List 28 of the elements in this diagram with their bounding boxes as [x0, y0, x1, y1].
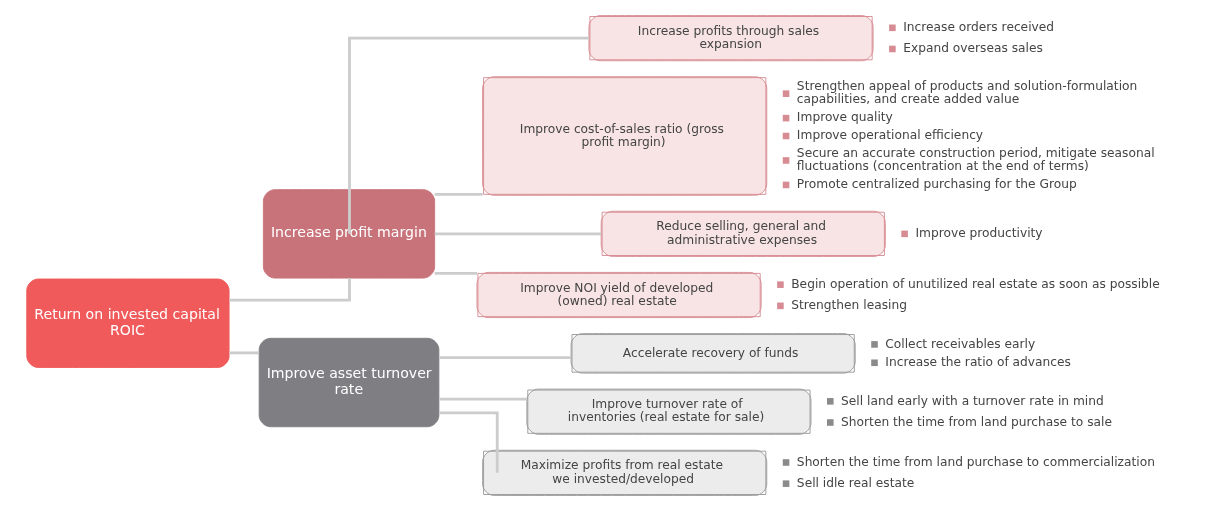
node-label: Shorten the time from land purchase to sale	[840, 414, 1112, 429]
node-box: Return on invested capital ROIC	[25, 278, 230, 368]
node-label: Promote centralized purchasing for the Group	[796, 177, 1077, 192]
connector	[347, 36, 589, 234]
node-label: Strengthen appeal of products and solution-formulation capabilities, and create added value	[796, 79, 1137, 107]
connector	[438, 411, 499, 473]
node-box: Improve asset turnover rate	[258, 337, 439, 428]
connector	[438, 356, 571, 359]
node-label: Increase the ratio of advances	[884, 354, 1071, 369]
node-label: Increase orders received	[902, 20, 1054, 34]
node-label: Sell idle real estate	[796, 475, 914, 490]
node-label: Strengthen leasing	[790, 298, 907, 313]
node-label: Sell land early with a turnover rate in mind	[840, 393, 1104, 408]
node-label: Shorten the time from land purchase to commercialization	[796, 454, 1155, 469]
node-label: Expand overseas sales	[902, 41, 1043, 56]
connector	[438, 397, 527, 401]
connector	[229, 278, 351, 302]
node-box: Increase profit margin	[262, 189, 435, 279]
connector	[434, 192, 483, 196]
connector	[229, 351, 259, 355]
node-label: Improve quality	[796, 110, 893, 125]
connector	[434, 232, 601, 236]
node-label: Improve productivity	[914, 226, 1043, 241]
node-label: Begin operation of unutilized real estate as soon as possible	[790, 276, 1160, 291]
node-label: Secure an accurate construction period, mitigate seasonal fluctuations (concentration at the end of terms)	[796, 146, 1155, 174]
node-label: Improve operational efficiency	[796, 128, 983, 143]
node-label: Collect receivables early	[884, 336, 1035, 351]
connector	[434, 271, 477, 275]
